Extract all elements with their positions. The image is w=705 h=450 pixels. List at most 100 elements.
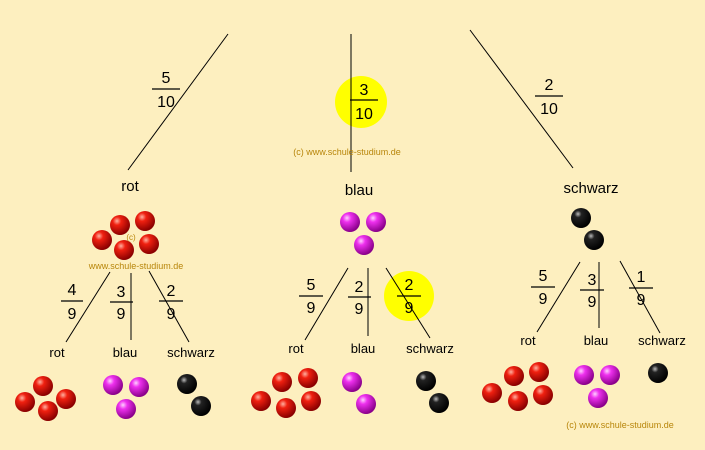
- fraction-numerator: 4: [68, 282, 77, 299]
- ball-red: [298, 368, 318, 388]
- ball-black: [584, 230, 604, 250]
- ball-red: [482, 383, 502, 403]
- ball-magenta: [340, 212, 360, 232]
- ball-red: [533, 385, 553, 405]
- fraction-numerator: 5: [162, 70, 171, 87]
- fraction-denominator: 9: [307, 300, 316, 317]
- ball-red: [508, 391, 528, 411]
- ball-red: [276, 398, 296, 418]
- fraction-numerator: 2: [167, 283, 176, 300]
- watermark-middle: www.schule-studium.de: [88, 261, 184, 271]
- ball-group-blau-rot: [251, 368, 321, 418]
- ball-group-schwarz-rot: [482, 362, 553, 411]
- fraction-denominator: 10: [540, 101, 558, 118]
- fraction-numerator: 3: [117, 284, 126, 301]
- fraction-numerator: 5: [539, 268, 548, 285]
- watermark-top: (c) www.schule-studium.de: [293, 147, 401, 157]
- ball-red: [504, 366, 524, 386]
- node-label-rot: rot: [121, 178, 139, 195]
- fraction-denominator: 9: [405, 300, 414, 317]
- leaf-label: rot: [288, 341, 304, 356]
- fraction-rot-schwarz: 2 9: [159, 283, 183, 323]
- node-label-schwarz: schwarz: [563, 180, 618, 197]
- ball-black: [571, 208, 591, 228]
- leaf-label: schwarz: [638, 333, 686, 348]
- fraction-denominator: 9: [68, 306, 77, 323]
- ball-black: [191, 396, 211, 416]
- fraction-numerator: 2: [545, 77, 554, 94]
- fraction-rot-rot: 4 9: [61, 282, 83, 323]
- node-label-blau: blau: [345, 182, 373, 199]
- ball-magenta: [129, 377, 149, 397]
- ball-group-rot-schwarz: [177, 374, 211, 416]
- fraction-denominator: 9: [588, 294, 597, 311]
- fraction-blau-blau: 2 9: [348, 279, 371, 318]
- ball-group-blau-schwarz: [416, 371, 449, 413]
- fraction-schwarz-blau: 3 9: [580, 272, 604, 311]
- sub-branch-line: [536, 261, 581, 333]
- fraction-numerator: 1: [637, 269, 646, 286]
- leaf-label: blau: [351, 341, 376, 356]
- sub-branch-line: [619, 260, 661, 334]
- fraction-schwarz-schwarz: 1 9: [629, 269, 653, 309]
- ball-magenta: [354, 235, 374, 255]
- ball-group-schwarz-schwarz: [648, 363, 668, 383]
- ball-black: [416, 371, 436, 391]
- leaf-label: schwarz: [406, 341, 454, 356]
- sub-branch-line: [65, 271, 111, 343]
- fraction-denominator: 9: [637, 292, 646, 309]
- fraction-rot: 5 10: [152, 70, 180, 111]
- ball-magenta: [588, 388, 608, 408]
- ball-red: [92, 230, 112, 250]
- leaf-label: blau: [584, 333, 609, 348]
- ball-group-rot-rot: [15, 376, 76, 421]
- ball-red: [139, 234, 159, 254]
- ball-red: [114, 240, 134, 260]
- fraction-numerator: 2: [355, 279, 364, 296]
- ball-group-schwarz: [571, 208, 604, 250]
- fraction-blau-rot: 5 9: [299, 277, 323, 317]
- ball-magenta: [574, 365, 594, 385]
- sub-branch-line: [304, 267, 349, 341]
- fraction-schwarz-rot: 5 9: [531, 268, 555, 308]
- ball-group-rot: (c): [92, 211, 159, 260]
- leaf-label: blau: [113, 345, 138, 360]
- branch-line-schwarz: [469, 29, 574, 169]
- fraction-numerator: 3: [588, 272, 597, 289]
- fraction-blau-schwarz: 2 9: [397, 277, 421, 317]
- fraction-numerator: 2: [405, 277, 414, 294]
- ball-magenta: [366, 212, 386, 232]
- watermark-c: (c): [126, 233, 136, 242]
- ball-red: [56, 389, 76, 409]
- ball-magenta: [103, 375, 123, 395]
- leaf-label: schwarz: [167, 345, 215, 360]
- ball-red: [110, 215, 130, 235]
- watermark-bottom: (c) www.schule-studium.de: [566, 420, 674, 430]
- ball-red: [38, 401, 58, 421]
- fraction-denominator: 9: [117, 306, 126, 323]
- ball-red: [135, 211, 155, 231]
- ball-group-rot-blau: [103, 375, 149, 419]
- leaf-label: rot: [520, 333, 536, 348]
- fraction-denominator: 9: [539, 291, 548, 308]
- branch-line-rot: [127, 33, 229, 171]
- ball-black: [648, 363, 668, 383]
- fraction-denominator: 10: [355, 106, 373, 123]
- ball-red: [272, 372, 292, 392]
- fraction-numerator: 3: [360, 82, 369, 99]
- ball-red: [301, 391, 321, 411]
- fraction-schwarz: 2 10: [535, 77, 563, 118]
- ball-red: [251, 391, 271, 411]
- ball-group-blau: [340, 212, 386, 255]
- ball-red: [15, 392, 35, 412]
- leaf-label: rot: [49, 345, 65, 360]
- ball-red: [529, 362, 549, 382]
- ball-black: [429, 393, 449, 413]
- fraction-blau: 3 10: [350, 82, 378, 123]
- ball-magenta: [342, 372, 362, 392]
- ball-magenta: [356, 394, 376, 414]
- fraction-rot-blau: 3 9: [110, 284, 133, 323]
- ball-magenta: [116, 399, 136, 419]
- ball-group-blau-blau: [342, 372, 376, 414]
